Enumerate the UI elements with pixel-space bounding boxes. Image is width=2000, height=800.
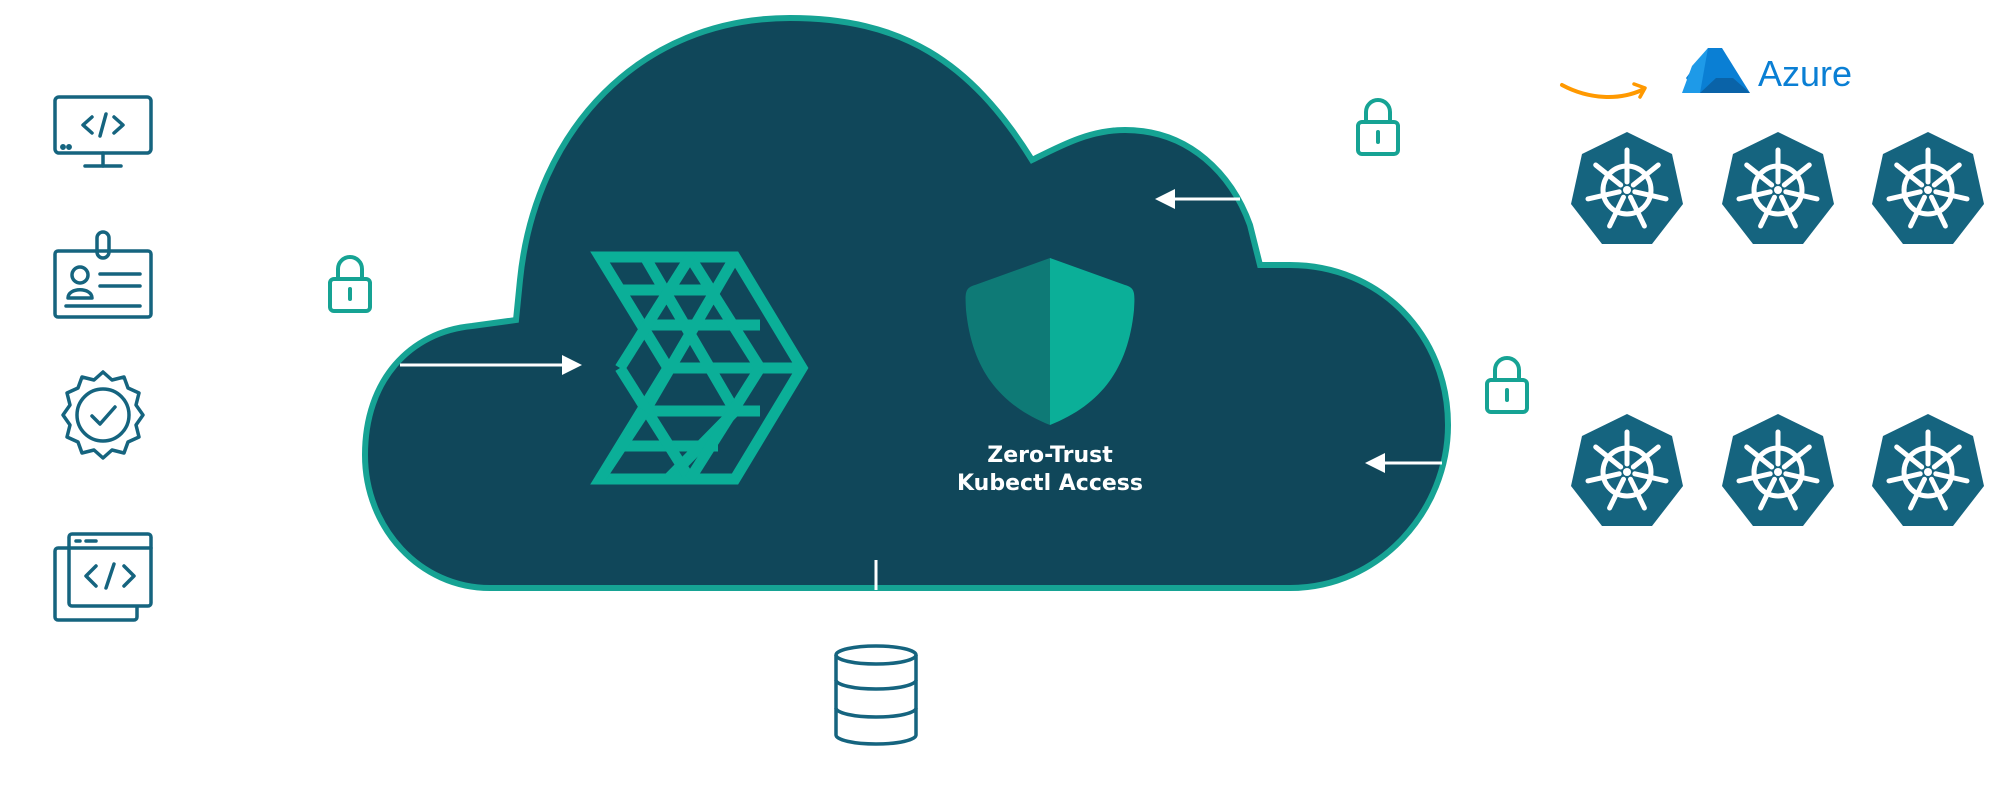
lock-icon <box>328 255 372 313</box>
kubernetes-icon <box>1571 414 1683 526</box>
kubernetes-icon <box>1722 132 1834 244</box>
kubernetes-icon <box>1571 132 1683 244</box>
id-badge-icon <box>53 230 153 319</box>
kubernetes-icon <box>1872 132 1984 244</box>
kubernetes-icon <box>1872 414 1984 526</box>
arrow-cluster-to-proxy-top <box>1155 189 1240 209</box>
arrow-cluster-to-proxy-bottom <box>1365 453 1442 473</box>
browser-code-icon <box>53 532 153 622</box>
azure-logo-icon <box>1682 48 1750 93</box>
badge-check-icon <box>61 370 145 460</box>
center-title-line1: Zero-Trust <box>987 443 1113 468</box>
access-proxy-logo-icon <box>590 251 809 485</box>
zero-trust-shield-icon <box>965 258 1135 425</box>
center-title-line2: Kubectl Access <box>957 471 1143 496</box>
lock-icon <box>1485 356 1529 414</box>
monitor-code-icon <box>53 95 153 168</box>
database-icon <box>834 644 918 746</box>
aws-smile-icon <box>1560 82 1647 99</box>
lock-icon <box>1356 98 1400 156</box>
arrow-client-to-proxy <box>400 355 582 375</box>
cloud-boundary <box>361 14 1452 591</box>
kubernetes-icon <box>1722 414 1834 526</box>
azure-label: Azure <box>1758 53 1852 94</box>
